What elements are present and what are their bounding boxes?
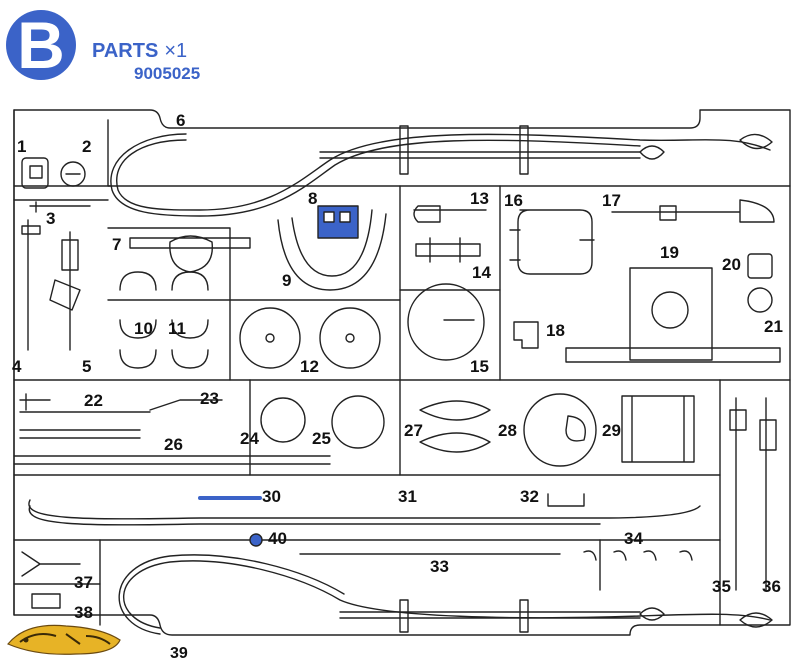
part-37 (21, 551, 81, 577)
part-20 (747, 253, 773, 279)
label-part-29: 29 (602, 421, 621, 440)
part-22 (19, 393, 151, 413)
part-15 (407, 283, 485, 361)
part-21 (747, 287, 773, 313)
part-3 (29, 201, 91, 213)
label-part-19: 19 (660, 243, 679, 262)
label-part-25: 25 (312, 429, 331, 448)
label-part-18: 18 (546, 321, 565, 340)
part-19 (565, 267, 781, 363)
part-2 (60, 161, 86, 187)
part-32 (547, 493, 585, 507)
label-part-13: 13 (470, 189, 489, 208)
label-part-32: 32 (520, 487, 539, 506)
tamiya-logo-icon (7, 624, 121, 655)
part-16 (517, 209, 593, 275)
part-27 (419, 400, 491, 453)
part-5 (49, 231, 81, 351)
label-part-11: 11 (168, 319, 186, 338)
part-34 (583, 550, 693, 561)
part-29 (621, 395, 695, 463)
part-9 (277, 213, 387, 291)
label-part-2: 2 (82, 137, 92, 156)
label-part-17: 17 (602, 191, 621, 210)
part-28 (523, 393, 597, 467)
label-part-14: 14 (472, 263, 491, 282)
part-12a (239, 307, 301, 369)
parts-label: PARTS (92, 40, 159, 62)
part-1 (21, 157, 49, 189)
part-12b (319, 307, 381, 369)
label-part-12: 12 (300, 357, 319, 376)
part-25 (331, 395, 385, 449)
label-part-1: 1 (17, 137, 27, 156)
part-39 (123, 560, 771, 629)
part-4 (21, 219, 41, 351)
label-part-36: 36 (762, 577, 781, 596)
label-part-23: 23 (200, 389, 219, 408)
label-part-38: 38 (74, 603, 93, 622)
label-part-39: 39 (170, 645, 188, 662)
label-part-4: 4 (12, 357, 22, 376)
part-24 (260, 397, 306, 443)
label-part-35: 35 (712, 577, 731, 596)
part-31 (28, 499, 701, 520)
label-part-40: 40 (268, 529, 287, 548)
part-17 (611, 199, 775, 223)
label-part-26: 26 (164, 435, 183, 454)
parts-quantity: ×1 (164, 40, 188, 62)
part-11 (171, 271, 209, 369)
label-part-33: 33 (430, 557, 449, 576)
part-6-cable (116, 133, 771, 211)
label-part-16: 16 (504, 191, 523, 210)
label-part-8: 8 (308, 189, 318, 208)
part-10 (119, 271, 157, 369)
label-part-6: 6 (176, 111, 186, 130)
label-part-30: 30 (262, 487, 281, 506)
label-part-28: 28 (498, 421, 517, 440)
part-7 (129, 235, 251, 273)
label-part-34: 34 (624, 529, 643, 548)
label-part-31: 31 (398, 487, 417, 506)
label-part-10: 10 (134, 319, 153, 338)
part-14 (415, 237, 481, 263)
label-part-21: 21 (764, 317, 783, 336)
label-part-20: 20 (722, 255, 741, 274)
part-38 (31, 593, 61, 609)
label-part-24: 24 (240, 429, 259, 448)
label-part-9: 9 (282, 271, 292, 290)
part-40 (249, 533, 263, 547)
label-part-7: 7 (112, 235, 122, 254)
label-part-37: 37 (74, 573, 93, 592)
part-number: 9005025 (134, 64, 201, 83)
part-35 (729, 397, 747, 591)
part-36 (759, 397, 777, 591)
sprue-frame (13, 109, 791, 636)
part-26 (13, 455, 331, 465)
part-23 (149, 399, 223, 411)
label-part-15: 15 (470, 357, 489, 376)
part-13 (413, 205, 487, 223)
label-part-27: 27 (404, 421, 423, 440)
parts-title: PARTS×1 (92, 40, 187, 63)
label-part-5: 5 (82, 357, 92, 376)
sprue-letter-badge: B (6, 10, 76, 80)
label-part-22: 22 (84, 391, 103, 410)
part-18 (513, 321, 539, 349)
label-part-3: 3 (46, 209, 56, 228)
